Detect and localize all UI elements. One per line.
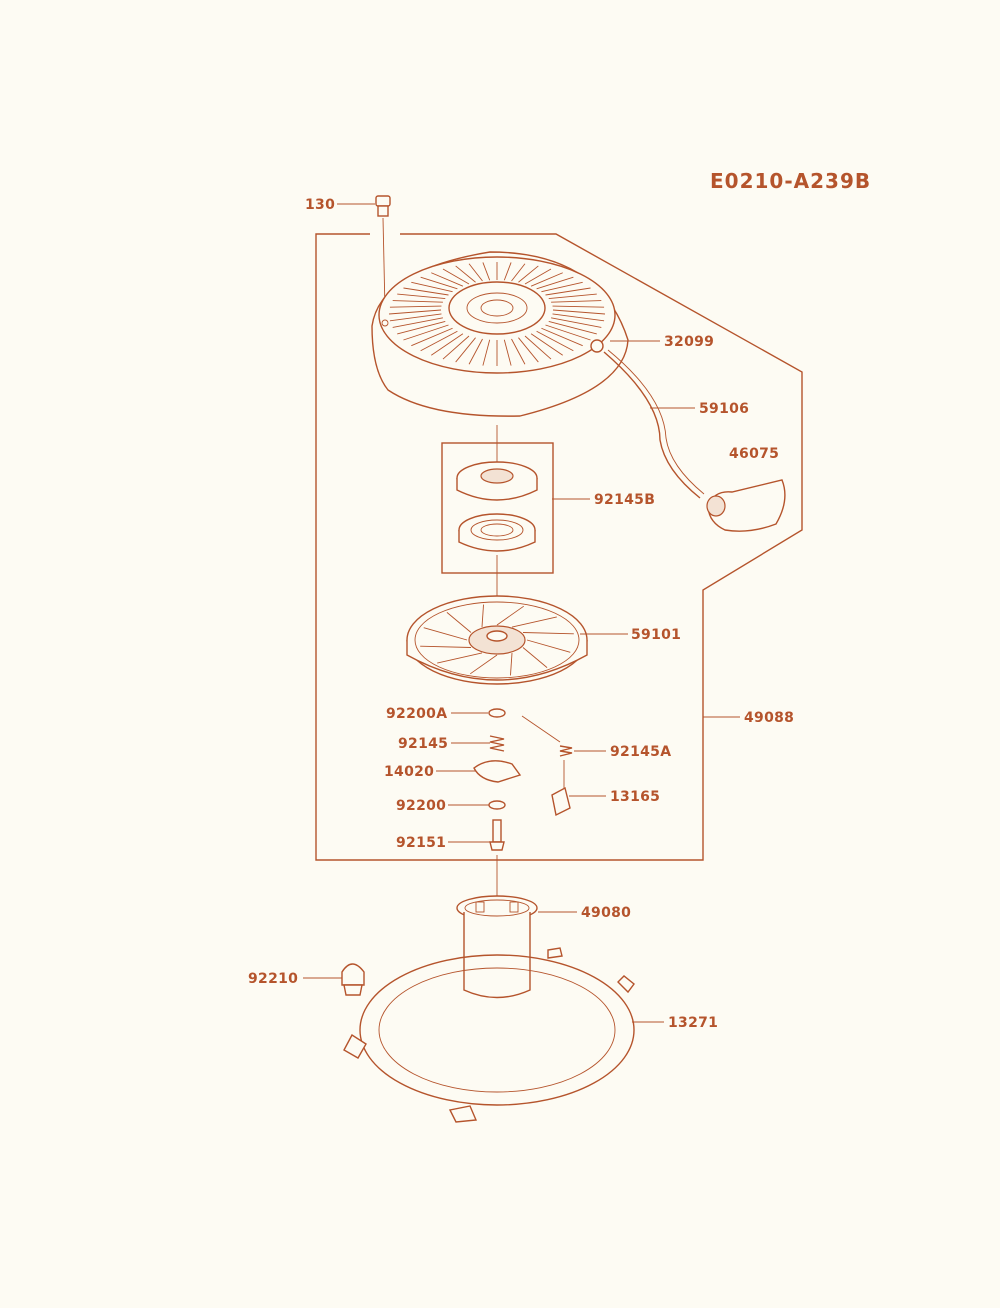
housing-vent bbox=[503, 262, 512, 281]
reel-fin bbox=[510, 652, 513, 676]
housing-vent bbox=[548, 321, 597, 335]
washer-92200a-drawing bbox=[488, 708, 506, 718]
label-13271: 13271 bbox=[668, 1015, 718, 1031]
label-92145a: 92145A bbox=[610, 744, 671, 760]
reel-fin bbox=[469, 654, 498, 675]
housing-vent bbox=[551, 300, 602, 303]
reel-fin bbox=[420, 645, 472, 648]
label-59106: 59106 bbox=[699, 401, 749, 417]
housing-vent bbox=[551, 317, 602, 328]
housing-vent bbox=[397, 293, 446, 299]
label-13165: 13165 bbox=[610, 789, 660, 805]
leader-lines bbox=[303, 203, 740, 1023]
reel-fin bbox=[522, 632, 574, 635]
recoil-housing-drawing bbox=[371, 251, 629, 417]
housing-vent bbox=[389, 313, 442, 322]
starter-handle-drawing bbox=[706, 479, 786, 532]
label-92200a: 92200A bbox=[386, 706, 447, 722]
reel-fin bbox=[437, 652, 483, 664]
housing-vent bbox=[518, 337, 539, 363]
housing-vent bbox=[530, 272, 563, 287]
ratchet-14020-drawing bbox=[473, 760, 522, 783]
housing-vent bbox=[392, 300, 443, 303]
reel-drawing bbox=[406, 595, 588, 685]
housing-vent bbox=[552, 309, 606, 315]
label-49088: 49088 bbox=[744, 710, 794, 726]
housing-vent bbox=[541, 327, 583, 347]
label-14020: 14020 bbox=[384, 764, 434, 780]
housing-vent bbox=[442, 268, 470, 285]
housing-vent bbox=[397, 321, 446, 335]
pulley-cup-drawing bbox=[456, 895, 538, 999]
housing-vent bbox=[524, 268, 552, 285]
housing-vent bbox=[431, 333, 464, 356]
recoil-spring-drawing bbox=[458, 513, 536, 552]
label-92210: 92210 bbox=[248, 971, 298, 987]
spring-case-drawing bbox=[456, 461, 538, 501]
housing-vent bbox=[420, 330, 458, 352]
reel-fin bbox=[423, 627, 468, 641]
housing-vent bbox=[442, 335, 470, 360]
housing-vent bbox=[388, 309, 442, 315]
housing-vent bbox=[482, 262, 491, 281]
housing-vent bbox=[518, 265, 539, 283]
housing-vent bbox=[511, 338, 526, 365]
label-32099: 32099 bbox=[664, 334, 714, 350]
reel-fin bbox=[481, 604, 484, 628]
label-92200: 92200 bbox=[396, 798, 446, 814]
screw-92151-drawing bbox=[489, 819, 505, 851]
housing-vent bbox=[548, 293, 597, 299]
diagram-code: E0210-A239B bbox=[710, 169, 871, 193]
housing-vent bbox=[536, 276, 574, 290]
housing-vent bbox=[530, 333, 563, 356]
housing-vent bbox=[552, 313, 605, 322]
label-92145: 92145 bbox=[398, 736, 448, 752]
housing-vent bbox=[468, 263, 483, 282]
housing-vent bbox=[403, 287, 449, 296]
housing-vent bbox=[536, 330, 574, 352]
bolt-130-drawing bbox=[375, 195, 391, 217]
nut-92210-drawing bbox=[341, 963, 365, 996]
housing-vent bbox=[431, 272, 464, 287]
spring-92145a-drawing bbox=[521, 715, 573, 757]
housing-vent bbox=[420, 276, 458, 290]
reel-fin bbox=[446, 612, 472, 633]
spring-kit-box bbox=[441, 442, 554, 574]
pawl-13165-drawing bbox=[551, 786, 571, 817]
starter-rope-drawing bbox=[603, 351, 701, 499]
reel-fin bbox=[496, 605, 525, 626]
housing-vent bbox=[482, 339, 491, 366]
housing-vent bbox=[511, 263, 526, 282]
housing-vent bbox=[524, 335, 552, 360]
label-130: 130 bbox=[305, 197, 335, 213]
reel-fin bbox=[522, 647, 548, 668]
housing-vent bbox=[389, 305, 442, 308]
housing-vent bbox=[392, 317, 443, 328]
mounting-plate-drawing bbox=[343, 947, 635, 1123]
housing-vent bbox=[545, 324, 591, 341]
housing-vent bbox=[403, 324, 449, 341]
label-59101: 59101 bbox=[631, 627, 681, 643]
label-92151: 92151 bbox=[396, 835, 446, 851]
label-49080: 49080 bbox=[581, 905, 631, 921]
spring-92145-drawing bbox=[489, 735, 505, 752]
housing-vent bbox=[411, 281, 453, 293]
housing-vent bbox=[411, 327, 453, 347]
bolt-axis-line bbox=[382, 217, 386, 311]
assembly-outline bbox=[315, 233, 803, 861]
housing-vent bbox=[455, 337, 476, 363]
label-46075: 46075 bbox=[729, 446, 779, 462]
housing-vent bbox=[552, 305, 605, 308]
label-92145b: 92145B bbox=[594, 492, 655, 508]
housing-vent bbox=[455, 265, 476, 283]
reel-fin bbox=[526, 639, 571, 653]
housing-vent bbox=[468, 338, 483, 365]
housing-vent bbox=[541, 281, 583, 293]
washer-92200-drawing bbox=[488, 800, 506, 810]
reel-fin bbox=[511, 616, 557, 628]
housing-vent bbox=[503, 339, 512, 366]
housing-vent bbox=[545, 287, 591, 296]
